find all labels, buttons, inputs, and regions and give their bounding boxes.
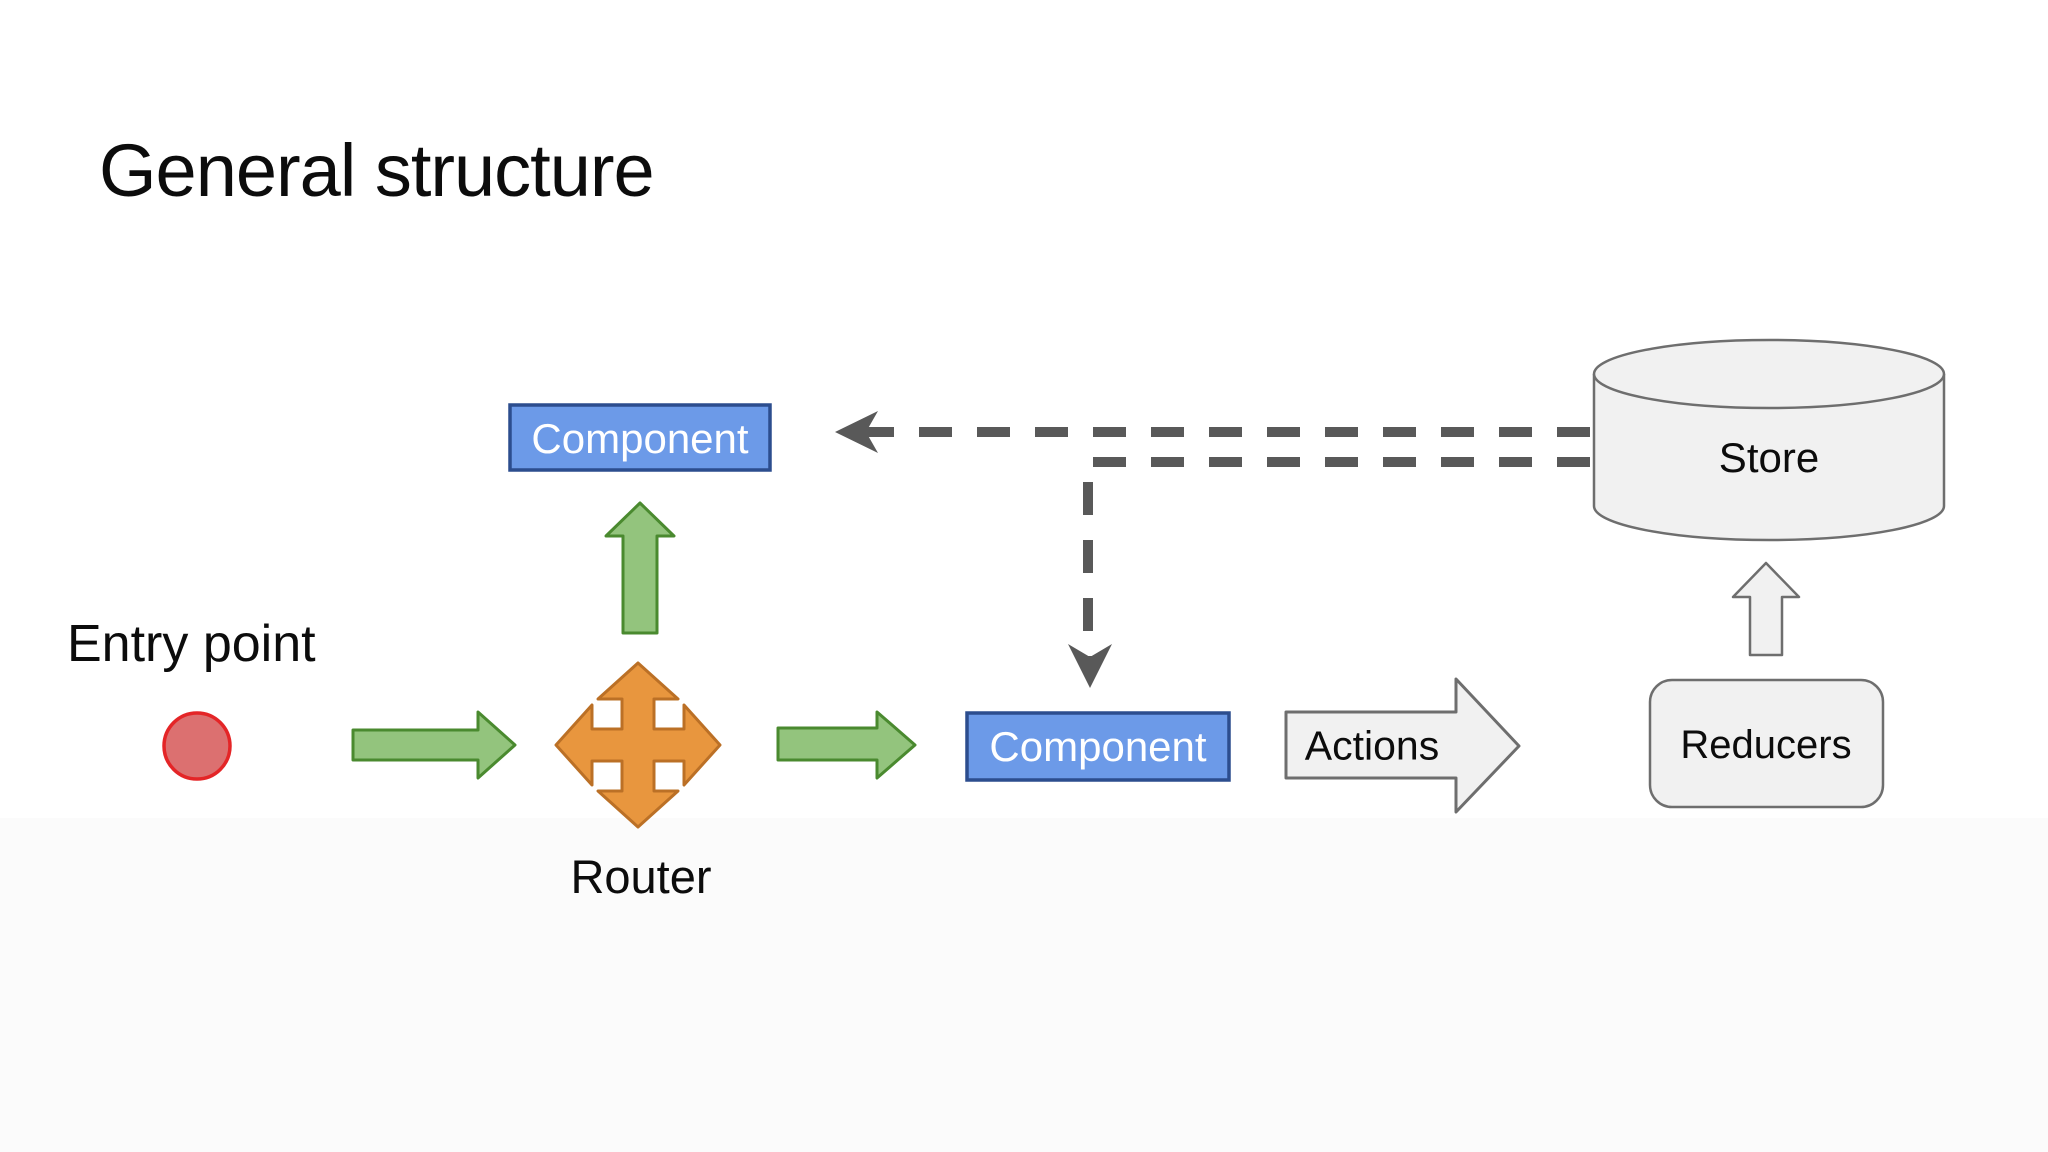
store-to-component-top-dashed-arrow [835,411,1590,453]
router-move-icon [554,661,722,829]
store-to-component-main-dashed-arrow [1068,457,1590,688]
reducers-box [1648,678,1885,809]
arrowhead-left-icon [835,411,878,453]
component-top-label: Component [531,415,749,462]
reducers-label: Reducers [1680,723,1852,767]
arrowhead-down-icon [1068,644,1112,688]
flow-arrow-router-to-component-top [604,501,676,635]
actions-arrow-shape [1284,677,1521,814]
page-title: General structure [99,129,655,212]
component-top-box [508,403,772,472]
component-main-box [965,711,1231,782]
actions-label: Actions [1304,722,1440,769]
entry-point-dot [162,711,232,781]
component-main-label: Component [989,723,1207,770]
dashed-line [1083,457,1590,662]
flow-arrow-entry-to-router [351,710,517,780]
database-cylinder-top [1592,338,1946,410]
database-cylinder-body [1592,374,1946,542]
router-label: Router [570,850,712,903]
store-label: Store [1718,434,1820,481]
background-lower-band [0,818,2048,1152]
store-node [1592,338,1946,542]
reducers-to-store-arrow [1731,561,1801,657]
flow-arrow-router-to-component-main [776,710,917,780]
entry-point-label: Entry point [67,615,316,673]
